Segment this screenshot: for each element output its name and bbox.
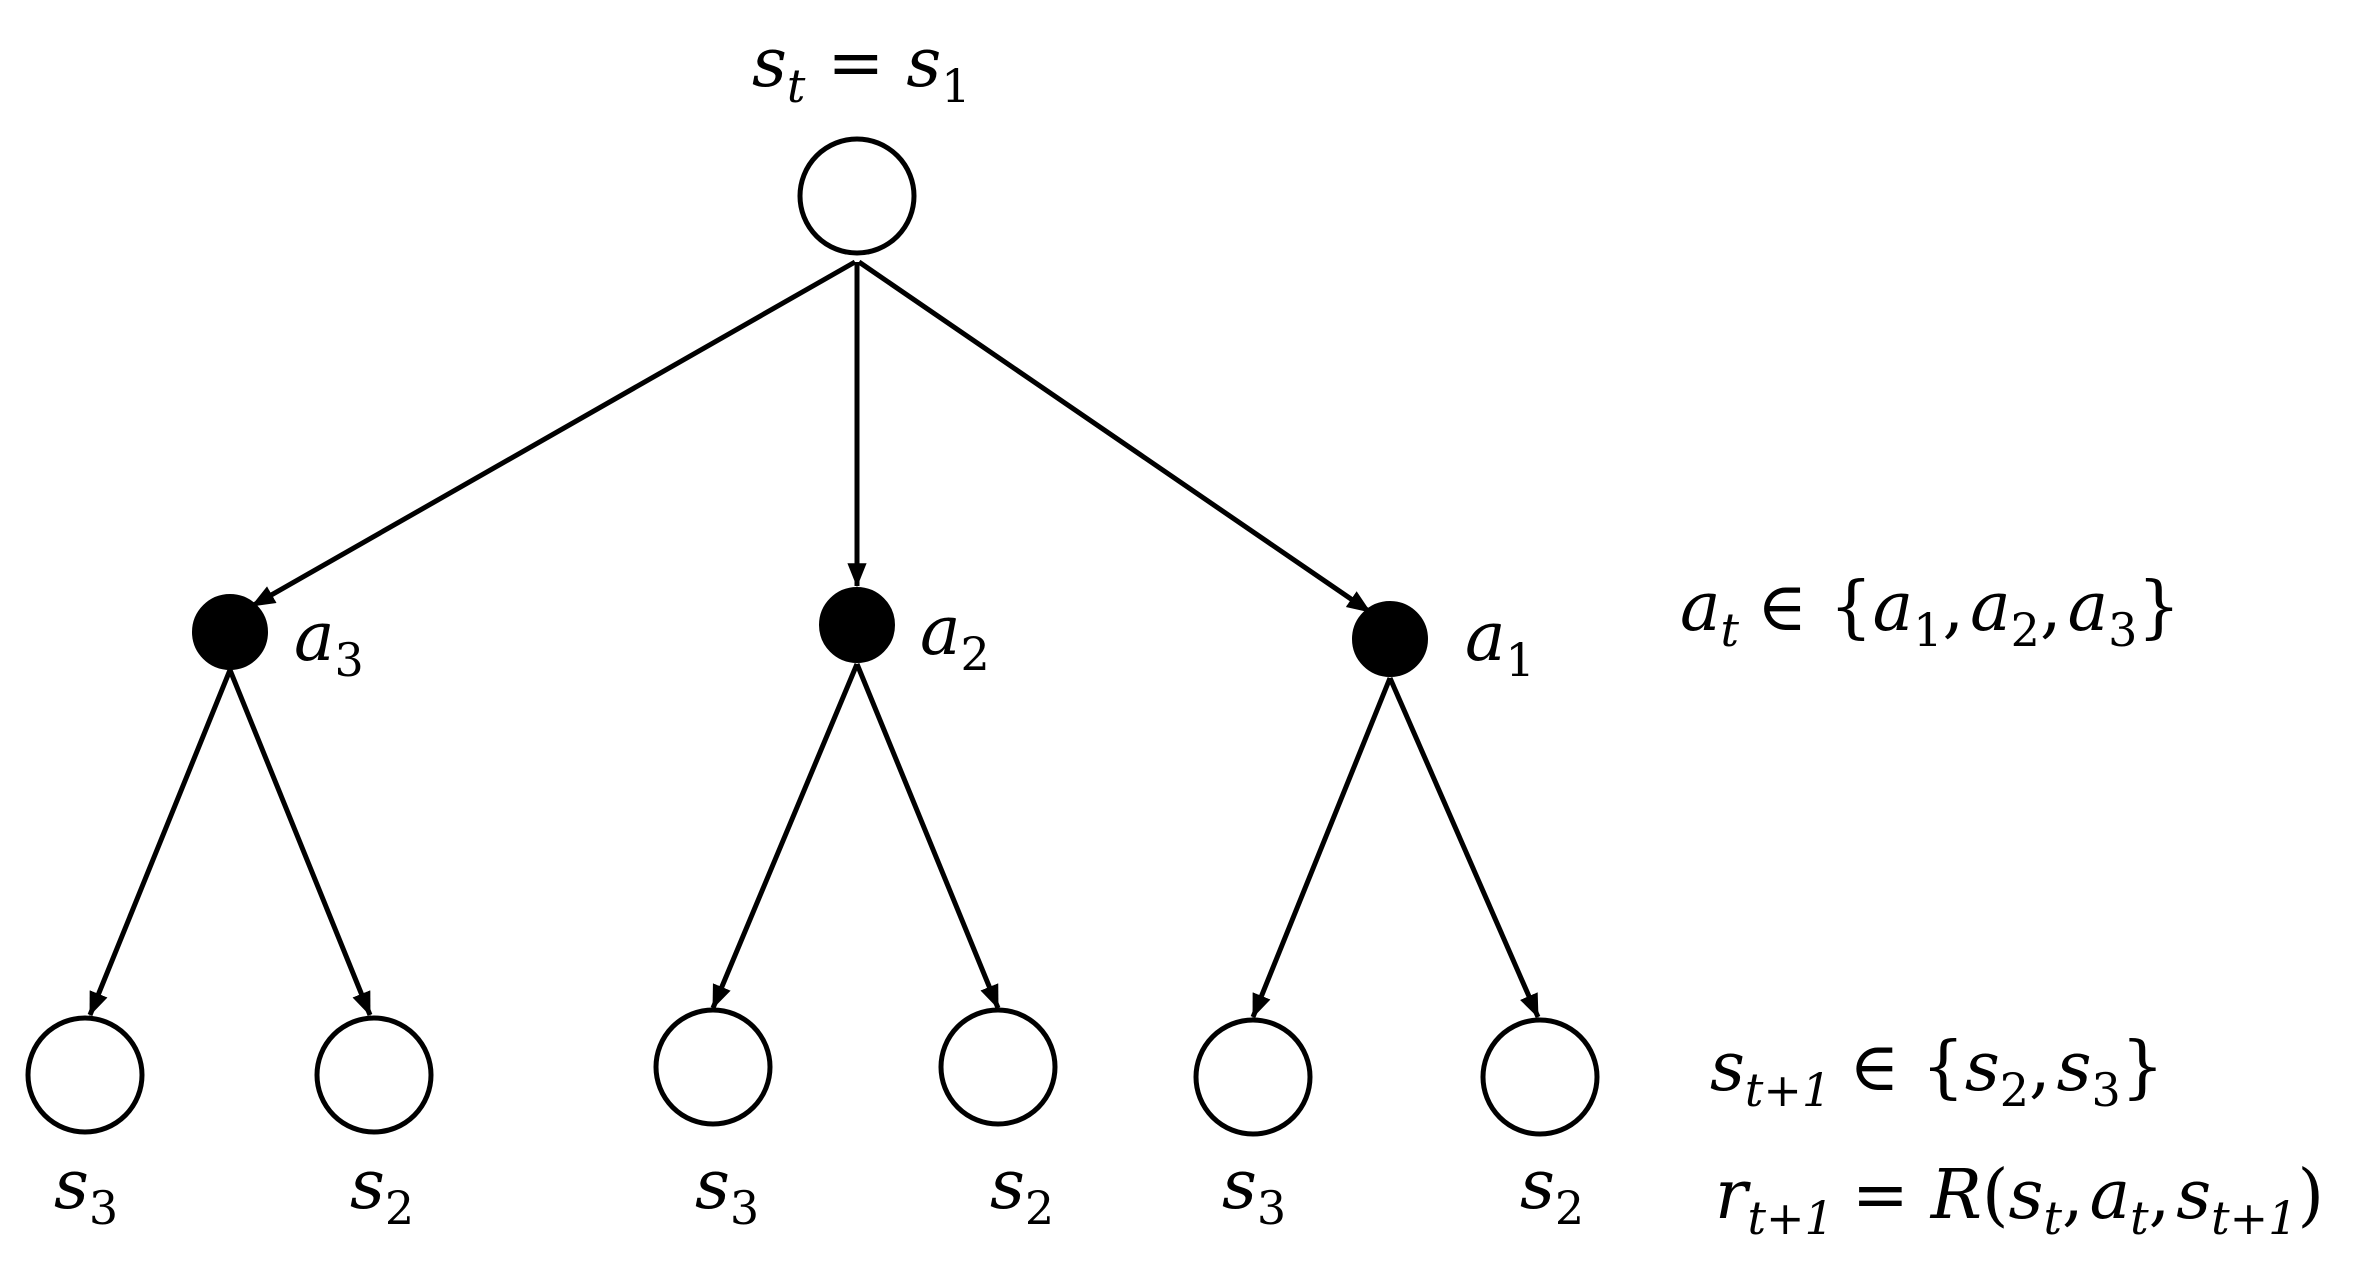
state-set-lhs-main: s: [1710, 1028, 1745, 1107]
state-set-close: }: [2121, 1028, 2164, 1107]
action-set-item-2-main: a: [1970, 568, 2011, 647]
action-label-a1-main: a: [1465, 598, 1506, 677]
reward-annotation: rt+1=R(st,at,st+1): [1715, 1156, 2324, 1245]
reward-arg-3-main: s: [2176, 1156, 2211, 1235]
reward-arg-1-sub: t: [2043, 1191, 2062, 1245]
state-set-open: {: [1922, 1028, 1965, 1107]
next-state-label-4: s2: [990, 1146, 1054, 1235]
next-state-label-5-sub: 3: [1257, 1181, 1286, 1235]
action-set-annotation: at∈{a1,a2,a3}: [1680, 568, 2181, 657]
state-set-item-1-main: s: [1965, 1028, 2000, 1107]
next-state-label-6-main: s: [1520, 1146, 1555, 1225]
edge-a2-to-s3: [710, 663, 860, 1010]
next-state-node-1: [25, 1015, 145, 1135]
action-set-open: {: [1829, 568, 1872, 647]
action-node-a2: [819, 587, 895, 663]
action-label-a3: a3: [294, 598, 364, 687]
state-set-lhs-sub: t+1: [1745, 1063, 1831, 1117]
next-state-label-1-sub: 3: [89, 1181, 118, 1235]
action-node-a3: [192, 594, 268, 670]
root-label-main: s: [752, 24, 787, 103]
action-label-a3-sub: 3: [335, 633, 364, 687]
next-state-node-3: [653, 1007, 773, 1127]
next-state-label-3: s3: [695, 1146, 759, 1235]
next-state-label-4-sub: 2: [1025, 1181, 1054, 1235]
action-label-a1-sub: 1: [1506, 633, 1535, 687]
root-label-rhs-sub: 1: [941, 59, 970, 113]
action-set-item-2-sub: 2: [2011, 603, 2040, 657]
action-label-a2-sub: 2: [961, 627, 990, 681]
reward-lhs-sub: t+1: [1748, 1191, 1834, 1245]
next-state-label-3-sub: 3: [730, 1181, 759, 1235]
root-label-sub: t: [787, 59, 806, 113]
edge-root-to-a1: [857, 259, 1372, 615]
next-state-label-6: s2: [1520, 1146, 1584, 1235]
edge-root-to-a3: [250, 259, 857, 609]
next-state-label-2-sub: 2: [385, 1181, 414, 1235]
next-state-label-5: s3: [1222, 1146, 1286, 1235]
state-set-item-2-sub: 3: [2092, 1063, 2121, 1117]
next-state-label-4-main: s: [990, 1146, 1025, 1225]
reward-arg-2-sub: t: [2130, 1191, 2149, 1245]
state-set-item-1-sub: 2: [2000, 1063, 2029, 1117]
next-state-label-5-main: s: [1222, 1146, 1257, 1225]
next-state-label-2-main: s: [350, 1146, 385, 1225]
reward-fn: R: [1929, 1156, 1982, 1235]
action-set-lhs-main: a: [1680, 568, 1721, 647]
next-state-label-6-sub: 2: [1555, 1181, 1584, 1235]
action-set-op: ∈: [1757, 568, 1807, 647]
edge-a1-to-s2: [1387, 676, 1541, 1019]
action-set-lhs-sub: t: [1721, 603, 1740, 657]
action-label-a2-main: a: [920, 592, 961, 671]
reward-arg-3-sub: t+1: [2211, 1191, 2297, 1245]
edge-a2-to-s2: [854, 663, 1001, 1010]
root-state-node: [797, 136, 917, 256]
root-label: st=s1: [752, 24, 971, 113]
action-label-a3-main: a: [294, 598, 335, 677]
reward-lhs-main: r: [1715, 1156, 1751, 1235]
state-set-op: ∈: [1849, 1028, 1899, 1107]
action-set-close: }: [2137, 568, 2180, 647]
state-set-annotation: st+1∈{s2,s3}: [1710, 1028, 2164, 1117]
action-set-item-3-main: a: [2068, 568, 2109, 647]
next-state-node-6: [1480, 1017, 1600, 1137]
edge-a3-to-s3: [87, 669, 233, 1017]
state-set-comma-1: ,: [2029, 1028, 2051, 1107]
next-state-label-1: s3: [54, 1146, 118, 1235]
state-set-item-2-main: s: [2057, 1028, 2092, 1107]
next-state-node-5: [1193, 1017, 1313, 1137]
edge-a3-to-s2: [227, 669, 373, 1017]
next-state-label-3-main: s: [695, 1146, 730, 1225]
next-state-label-1-main: s: [54, 1146, 89, 1225]
reward-eq: =: [1852, 1156, 1909, 1235]
action-node-a1: [1352, 601, 1428, 677]
root-label-rhs-main: s: [906, 24, 941, 103]
action-set-item-3-sub: 3: [2108, 603, 2137, 657]
action-label-a1: a1: [1465, 598, 1535, 687]
action-label-a2: a2: [920, 592, 990, 681]
reward-comma-2: ,: [2149, 1156, 2171, 1235]
reward-arg-1-main: s: [2009, 1156, 2044, 1235]
next-state-node-2: [314, 1015, 434, 1135]
root-label-eq: =: [827, 24, 884, 103]
action-set-comma-1: ,: [1942, 568, 1964, 647]
next-state-label-2: s2: [350, 1146, 414, 1235]
reward-comma-1: ,: [2062, 1156, 2084, 1235]
reward-open: (: [1982, 1156, 2009, 1235]
action-set-item-1-main: a: [1873, 568, 1914, 647]
next-state-node-4: [938, 1007, 1058, 1127]
reward-arg-2-main: a: [2090, 1156, 2131, 1235]
edge-a1-to-s3: [1250, 677, 1393, 1019]
action-set-item-1-sub: 1: [1913, 603, 1942, 657]
reward-close: ): [2297, 1156, 2324, 1235]
action-set-comma-2: ,: [2040, 568, 2062, 647]
